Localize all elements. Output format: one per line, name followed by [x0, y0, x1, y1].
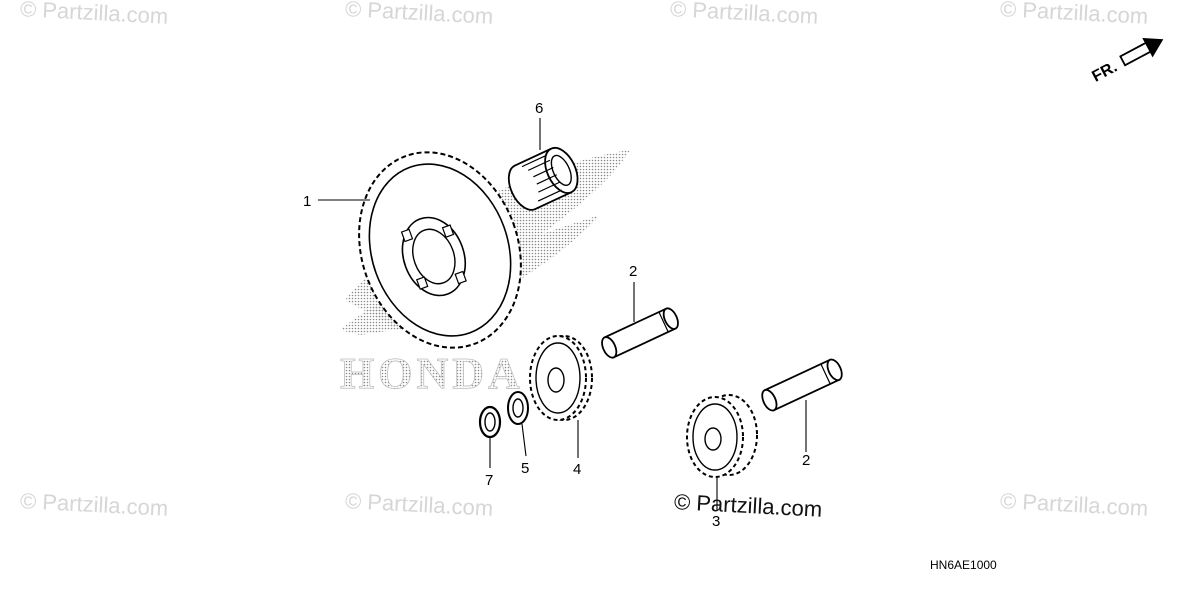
- callout-6: 6: [535, 100, 543, 117]
- washer[interactable]: [507, 391, 529, 425]
- callout-3: 3: [712, 513, 720, 530]
- gear-4[interactable]: [529, 335, 593, 421]
- front-direction-arrow: FR.: [1089, 37, 1164, 86]
- needle-bearing[interactable]: [502, 143, 584, 215]
- callout-7: 7: [485, 472, 493, 489]
- circlip[interactable]: [478, 405, 502, 439]
- callout-2-lower: 2: [802, 452, 810, 469]
- callout-1: 1: [303, 193, 311, 210]
- callout-5: 5: [521, 460, 529, 477]
- gear-3[interactable]: [686, 394, 758, 478]
- shaft-pin-upper[interactable]: [599, 306, 681, 360]
- diagram-code: HN6AE1000: [930, 558, 997, 572]
- brand-wordmark: HONDA: [340, 349, 524, 398]
- leader-lines: [318, 118, 807, 510]
- driven-gear[interactable]: [333, 129, 548, 370]
- callout-4: 4: [573, 461, 581, 478]
- direction-label: FR.: [1089, 58, 1120, 85]
- shaft-pin-lower[interactable]: [759, 357, 844, 412]
- callout-2-upper: 2: [629, 263, 637, 280]
